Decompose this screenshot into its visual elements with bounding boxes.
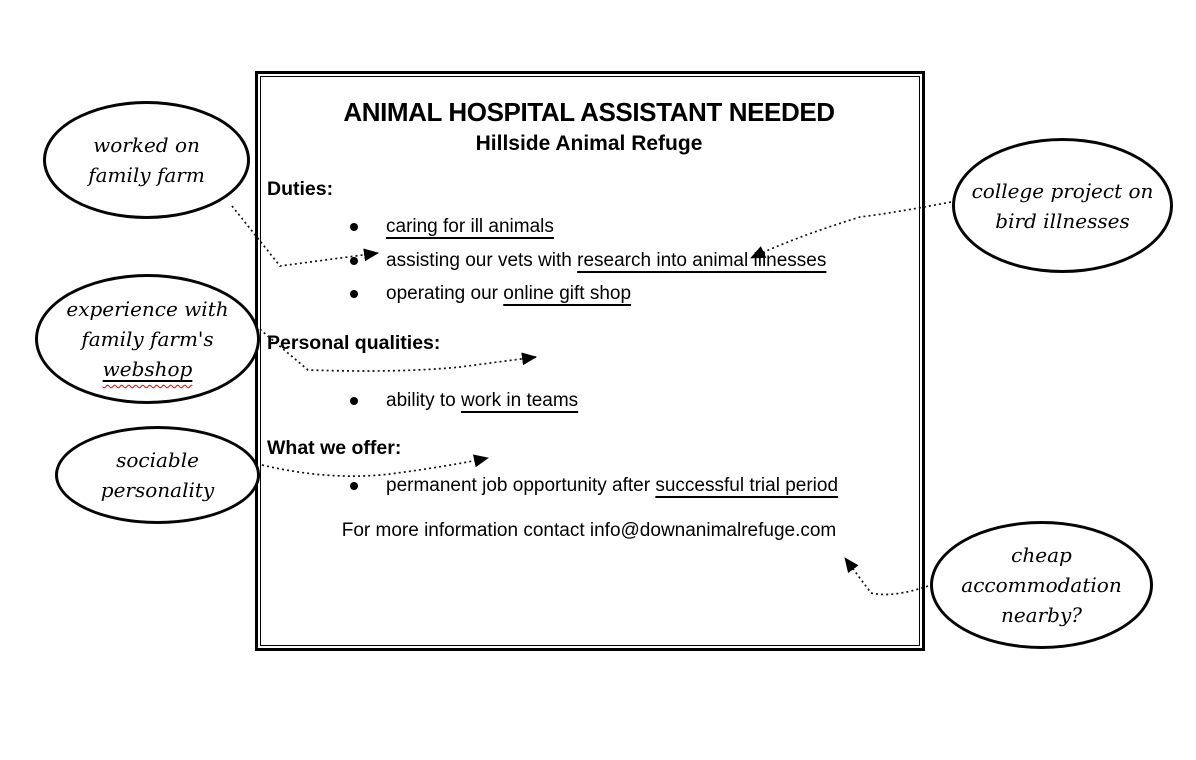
section-heading-what-we-offer: What we offer: xyxy=(267,437,402,459)
underlined-phrase-research: research into animal illnesses xyxy=(577,249,827,271)
underlined-phrase-giftshop: online gift shop xyxy=(503,283,632,304)
note-text: college project on bird illnesses xyxy=(971,178,1154,233)
offer-trial-plain: permanent job opportunity after xyxy=(386,475,656,496)
section-heading-personal-qualities: Personal qualities: xyxy=(267,331,441,354)
note-bubble-cheap-accommodation: cheap accommodation nearby? xyxy=(930,521,1153,649)
note-webshop-word: webshop xyxy=(102,357,193,381)
offer-item-trial: permanent job opportunity after successf… xyxy=(350,469,846,503)
note-bubble-webshop-experience: experience with family farm's webshop xyxy=(35,274,260,404)
job-ad-document: ANIMAL HOSPITAL ASSISTANT NEEDED Hillsid… xyxy=(255,71,925,651)
contact-footer: For more information contact info@downan… xyxy=(341,519,837,541)
duty-giftshop-plain: operating our xyxy=(386,283,504,304)
note-text: cheap accommodation nearby? xyxy=(961,543,1122,627)
note-text: worked on family farm xyxy=(88,133,205,187)
note-text: sociable personality xyxy=(100,448,215,502)
note-bubble-worked-on-family-farm: worked on family farm xyxy=(43,101,250,219)
note-webshop-underline: webshop xyxy=(103,357,193,381)
note-webshop-plain: experience with family farm's xyxy=(66,297,229,351)
quality-item-teams: ability to work in teams xyxy=(350,384,846,418)
duties-list: caring for ill animals assisting our vet… xyxy=(267,210,911,311)
duty-item-caring: caring for ill animals xyxy=(350,210,846,244)
note-text: experience with family farm's webshop xyxy=(66,294,228,384)
offer-list: permanent job opportunity after successf… xyxy=(267,469,911,503)
section-heading-duties: Duties: xyxy=(267,178,334,200)
underlined-phrase-teams: work in teams xyxy=(460,389,579,411)
personal-qualities-list: ability to work in teams xyxy=(267,384,911,418)
page-subtitle: Hillside Animal Refuge xyxy=(475,132,703,155)
note-bubble-college-project: college project on bird illnesses xyxy=(952,138,1173,273)
duty-research-plain: assisting our vets with xyxy=(386,249,578,271)
page-title: ANIMAL HOSPITAL ASSISTANT NEEDED xyxy=(343,97,835,127)
note-bubble-sociable-personality: sociable personality xyxy=(55,426,260,524)
duty-item-giftshop: operating our online gift shop xyxy=(350,277,846,311)
underlined-phrase-trial: successful trial period xyxy=(655,475,839,496)
duty-item-research: assisting our vets with research into an… xyxy=(350,244,846,278)
underlined-phrase-caring: caring for ill animals xyxy=(386,216,554,237)
job-ad-inner-border: ANIMAL HOSPITAL ASSISTANT NEEDED Hillsid… xyxy=(260,76,920,646)
quality-teams-plain: ability to xyxy=(386,389,461,411)
